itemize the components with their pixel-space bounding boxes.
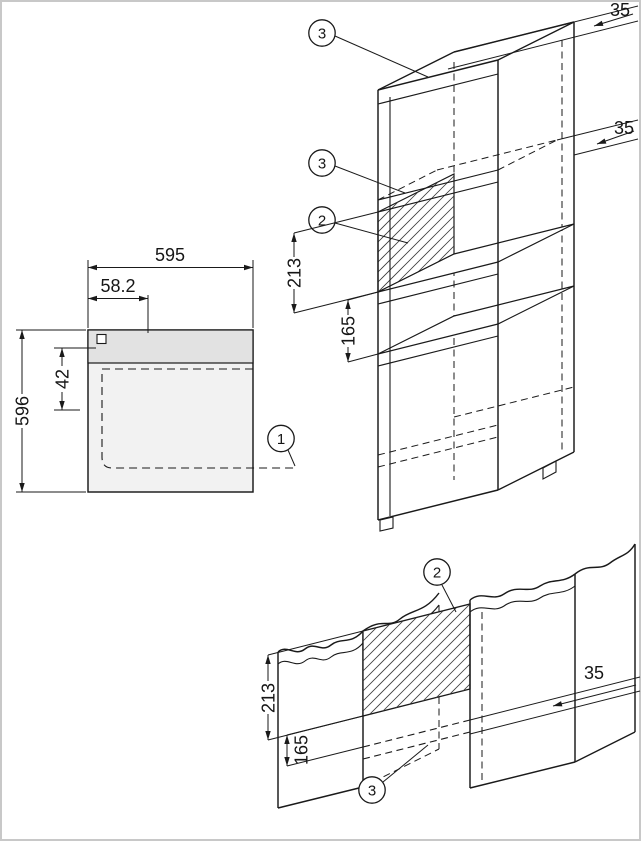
base-dim-lower-compartment: 165 — [284, 715, 364, 767]
column-view: 35 35 3 3 2 213 — [284, 0, 639, 532]
base-view: 35 2 3 213 165 — [258, 543, 641, 809]
callout-1-circle — [267, 424, 295, 453]
front-top-offset-label: 42 — [52, 369, 72, 389]
front-width-label: 595 — [155, 245, 185, 265]
front-offset-label: 58.2 — [100, 276, 135, 296]
right-cabinet-box — [469, 543, 636, 789]
mains-connection-marker — [96, 333, 107, 345]
base-callout-3-circle — [358, 776, 386, 804]
base-rear-gap-label: 35 — [584, 663, 604, 683]
callout-3-top-leader — [334, 35, 429, 78]
front-height-label: 596 — [12, 396, 32, 426]
break-line — [277, 630, 364, 653]
plinth-foot — [379, 516, 394, 532]
base-callout-2-label: 2 — [433, 564, 441, 581]
callout-3-top-circle — [308, 19, 336, 47]
base-shelf-hidden-edge — [362, 731, 471, 760]
niche-hatch — [377, 175, 455, 293]
upper-shelf — [377, 169, 499, 213]
base-niche-height-label: 213 — [258, 683, 278, 713]
callout-1-leader — [287, 449, 296, 467]
break-line — [469, 585, 576, 613]
base-callout-2-circle — [423, 558, 451, 586]
break-line — [277, 642, 364, 665]
callout-1-label: 1 — [277, 431, 285, 448]
appliance-hatch — [362, 604, 471, 715]
base-dim-niche-height: 213 — [258, 630, 364, 741]
control-panel-band — [87, 329, 254, 364]
cutout-dashed-outline — [101, 368, 296, 469]
base-callout-3-leader — [382, 744, 429, 783]
break-line — [574, 543, 636, 575]
callout-3-shelf-circle — [308, 149, 336, 177]
callout-3-top-label: 3 — [318, 25, 326, 42]
dim-lower-compartment: 165 — [338, 291, 379, 363]
lower-compartment-label: 165 — [338, 316, 358, 346]
base-callout-3-label: 3 — [368, 782, 376, 799]
break-line — [469, 573, 576, 601]
callout-3-shelf-label: 3 — [318, 155, 326, 172]
rear-gap-shelf: 35 — [556, 118, 639, 156]
base-callout-2-leader — [441, 584, 457, 613]
plinth-foot — [542, 460, 557, 480]
callout-2-leader — [334, 222, 409, 244]
rear-gap-top-label: 35 — [610, 0, 630, 20]
base-rear-gap: 35 — [469, 663, 641, 735]
break-line — [362, 592, 440, 632]
dim-niche-height: 213 — [284, 211, 379, 314]
rear-gap-top: 35 — [447, 0, 639, 70]
base-lower-compartment-label: 165 — [291, 735, 311, 765]
callout-2-label: 2 — [318, 212, 326, 229]
niche-height-label: 213 — [284, 258, 304, 288]
rear-gap-shelf-label: 35 — [614, 118, 634, 138]
callout-3-shelf-leader — [334, 165, 406, 194]
callout-2-circle — [308, 206, 336, 234]
front-view: 1 595 58.2 42 596 — [12, 245, 296, 493]
base-shelf-hidden-edge — [362, 719, 471, 748]
